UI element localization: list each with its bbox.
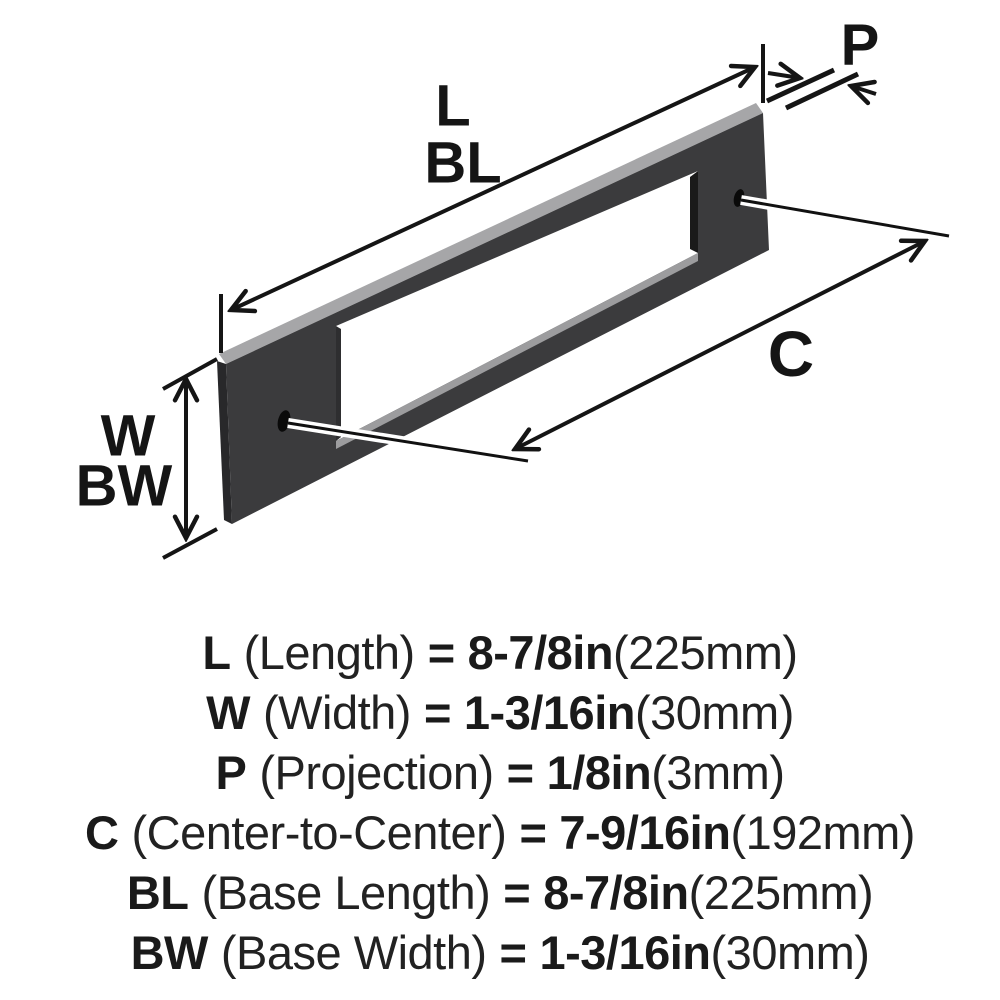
legend-symbol: BW: [130, 925, 209, 979]
legend-metric: (192mm): [730, 805, 915, 859]
legend-row-base-length: BL (Base Length) = 8-7/8in (225mm): [0, 862, 1000, 922]
legend-symbol: C: [85, 805, 119, 859]
dimension-legend: L (Length) = 8-7/8in (225mm) W (Width) =…: [0, 622, 1000, 982]
label-base-width: BW: [76, 454, 173, 519]
label-length: L: [435, 74, 470, 139]
legend-equals: =: [506, 745, 534, 799]
legend-name: (Base Width): [220, 925, 487, 979]
hole-leader-lines: [287, 195, 950, 466]
handle-diagram-svg: L BL P C W BW: [76, 13, 950, 560]
leader-right-line: [740, 198, 950, 238]
legend-row-center-to-center: C (Center-to-Center) = 7-9/16in (192mm): [0, 802, 1000, 862]
legend-symbol: BL: [126, 865, 189, 919]
label-center-to-center: C: [768, 318, 814, 390]
legend-inches: 1-3/16in: [463, 685, 636, 739]
legend-inches: 7-9/16in: [559, 805, 731, 859]
leader-left-line: [287, 421, 529, 463]
dimension-lines: [162, 44, 925, 560]
legend-name: (Projection): [259, 745, 494, 799]
projection-edge-line-back: [784, 71, 860, 111]
cutout-inner-left-shadow: [336, 326, 341, 441]
legend-equals: =: [499, 925, 527, 979]
legend-name: (Length): [243, 625, 416, 679]
center-to-center-dimension-arrow: [515, 241, 925, 449]
legend-symbol: W: [206, 685, 251, 739]
legend-name: (Base Length): [201, 865, 491, 919]
legend-inches: 8-7/8in: [543, 865, 689, 919]
projection-arrow-right: [851, 86, 876, 94]
width-extension-tick-top: [162, 357, 218, 391]
projection-arrow-left: [767, 73, 800, 78]
legend-equals: =: [427, 625, 455, 679]
legend-inches: 8-7/8in: [467, 625, 614, 679]
legend-metric: (225mm): [613, 625, 798, 679]
legend-name: (Width): [263, 685, 411, 739]
cutout-inner-right-shadow: [690, 171, 698, 253]
legend-metric: (3mm): [651, 745, 785, 799]
legend-equals: =: [423, 685, 451, 739]
legend-row-length: L (Length) = 8-7/8in (225mm): [0, 622, 1000, 682]
label-projection: P: [841, 13, 880, 78]
legend-equals: =: [519, 805, 547, 859]
legend-symbol: P: [215, 745, 247, 799]
plate-left-side-face: [217, 361, 232, 524]
length-dimension-arrow: [231, 67, 755, 310]
legend-metric: (225mm): [688, 865, 874, 919]
dimension-diagram: L BL P C W BW: [76, 13, 950, 560]
legend-name: (Center-to-Center): [131, 805, 507, 859]
legend-metric: (30mm): [634, 685, 794, 739]
legend-inches: 1-3/16in: [539, 925, 711, 979]
legend-equals: =: [503, 865, 531, 919]
legend-row-width: W (Width) = 1-3/16in (30mm): [0, 682, 1000, 742]
label-width: W: [101, 404, 156, 469]
legend-metric: (30mm): [710, 925, 870, 979]
legend-row-base-width: BW (Base Width) = 1-3/16in (30mm): [0, 922, 1000, 982]
legend-row-projection: P (Projection) = 1/8in (3mm): [0, 742, 1000, 802]
legend-inches: 1/8in: [546, 745, 652, 799]
screw-hole-left: [277, 410, 291, 432]
dimension-labels: L BL P C W BW: [76, 13, 880, 519]
width-extension-tick-bottom: [162, 527, 218, 560]
legend-symbol: L: [202, 625, 231, 679]
label-base-length: BL: [424, 131, 501, 196]
